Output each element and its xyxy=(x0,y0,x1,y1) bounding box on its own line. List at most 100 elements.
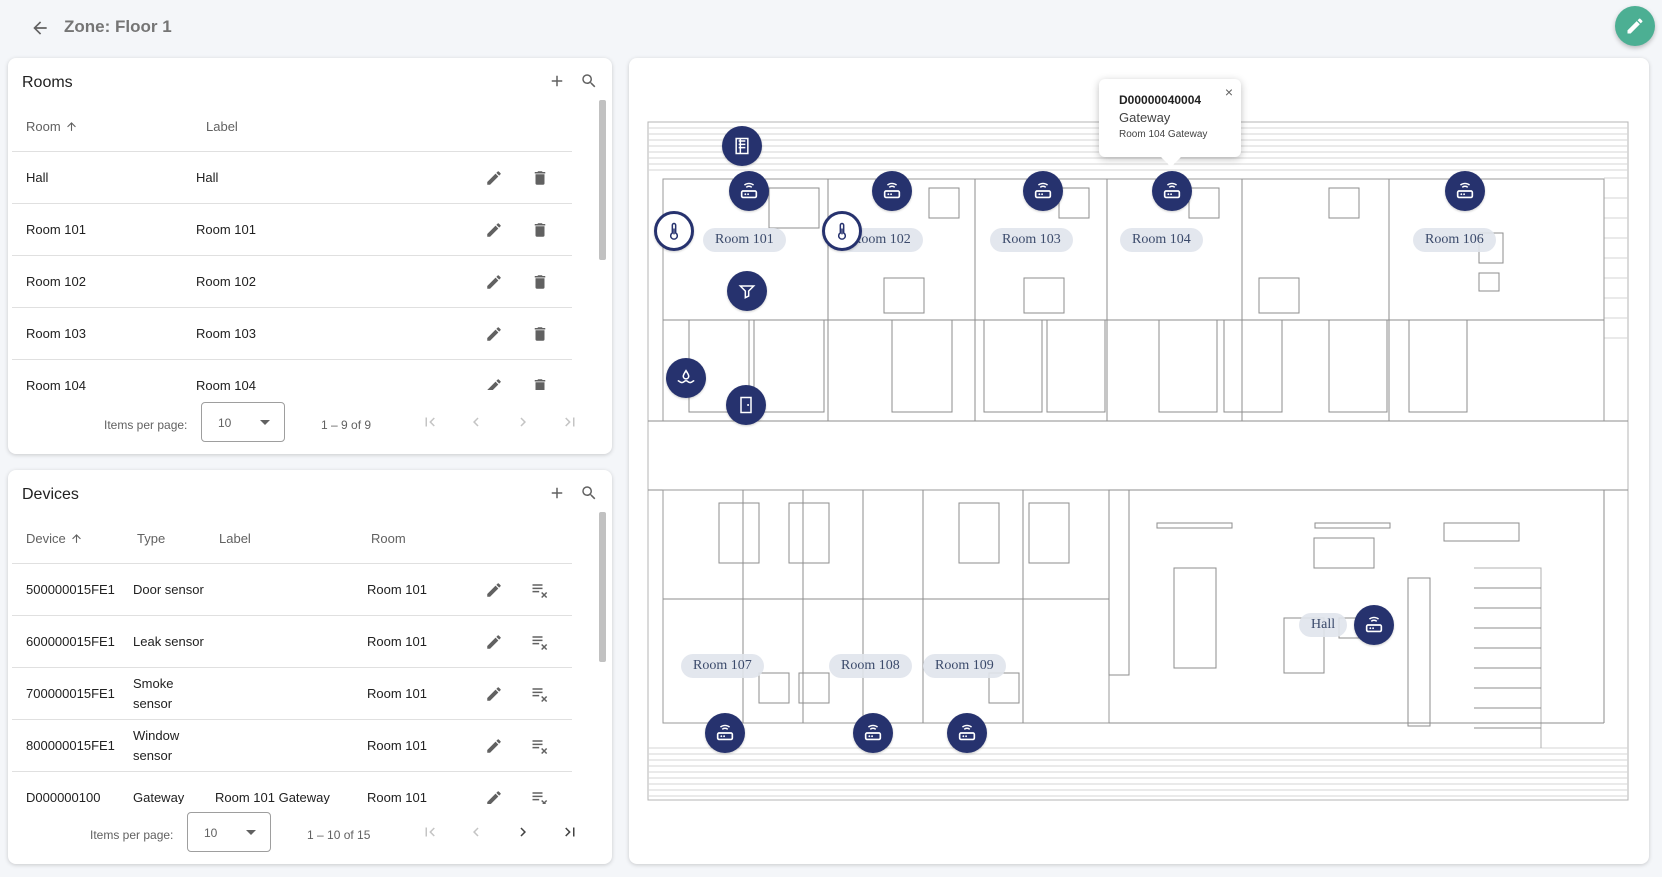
floor-plan-pin[interactable] xyxy=(947,713,987,753)
map-room-label[interactable]: Room 104 xyxy=(1120,228,1203,252)
add-room-button[interactable] xyxy=(546,70,568,92)
devices-paginator: Items per page: 10 1 – 10 of 15 xyxy=(8,804,612,864)
devices-scrollbar[interactable] xyxy=(599,512,606,662)
room-column-header[interactable]: Room xyxy=(371,531,406,546)
edit-zone-button[interactable] xyxy=(1615,6,1655,46)
floor-plan-pin[interactable] xyxy=(822,211,862,251)
floor-plan-pin[interactable] xyxy=(1152,171,1192,211)
remove-device-button[interactable] xyxy=(528,630,552,654)
search-rooms-button[interactable] xyxy=(578,70,600,92)
edit-device-button[interactable] xyxy=(482,734,506,758)
floor-plan-pin[interactable] xyxy=(853,713,893,753)
delete-room-button[interactable] xyxy=(528,166,552,190)
last-page-button[interactable] xyxy=(558,820,582,844)
next-page-button[interactable] xyxy=(511,410,535,434)
thermometer-icon xyxy=(669,222,679,240)
edit-room-button[interactable] xyxy=(482,166,506,190)
arrow-up-icon xyxy=(71,534,81,543)
label-column-label: Label xyxy=(219,531,251,546)
first-page-button[interactable] xyxy=(418,410,442,434)
label-cell: Room 104 xyxy=(196,377,256,391)
delete-room-button[interactable] xyxy=(528,374,552,390)
last-page-button[interactable] xyxy=(558,410,582,434)
map-room-label[interactable]: Room 101 xyxy=(703,228,786,252)
search-devices-button[interactable] xyxy=(578,482,600,504)
first-page-button[interactable] xyxy=(418,820,442,844)
edit-room-button[interactable] xyxy=(482,270,506,294)
edit-device-button[interactable] xyxy=(482,578,506,602)
edit-room-button[interactable] xyxy=(482,374,506,390)
map-room-label[interactable]: Room 106 xyxy=(1413,228,1496,252)
next-page-button[interactable] xyxy=(511,820,535,844)
add-device-button[interactable] xyxy=(546,482,568,504)
floor-plan-pin[interactable] xyxy=(654,211,694,251)
type-cell: Gateway xyxy=(133,789,185,805)
edit-room-button[interactable] xyxy=(482,218,506,242)
device-cell: D000000100 xyxy=(26,789,101,805)
last-page-icon xyxy=(565,827,575,837)
floor-plan-pin[interactable] xyxy=(727,271,767,311)
label-cell: Room 102 xyxy=(196,273,256,289)
page-size-select[interactable]: 10 xyxy=(187,812,271,852)
rooms-scrollbar[interactable] xyxy=(599,100,606,260)
room-cell: Room 101 xyxy=(367,737,427,753)
delete-room-button[interactable] xyxy=(528,218,552,242)
floor-plan-pin[interactable] xyxy=(666,358,706,398)
back-button[interactable] xyxy=(26,14,54,42)
map-room-label[interactable]: Room 108 xyxy=(829,654,912,678)
room-cell: Room 103 xyxy=(26,325,86,341)
remove-device-button[interactable] xyxy=(528,786,552,804)
delete-room-button[interactable] xyxy=(528,270,552,294)
edit-device-button[interactable] xyxy=(482,786,506,804)
map-room-label[interactable]: Hall xyxy=(1299,613,1348,637)
floor-plan-pin[interactable] xyxy=(729,171,769,211)
device-column-header[interactable]: Device xyxy=(26,531,83,546)
remove-device-button[interactable] xyxy=(528,578,552,602)
devices-card: Devices Device Type Label Room 500000015… xyxy=(8,470,612,864)
label-column-header[interactable]: Label xyxy=(219,531,251,546)
edit-device-button[interactable] xyxy=(482,682,506,706)
floor-plan-pin[interactable] xyxy=(1354,605,1394,645)
close-icon[interactable]: × xyxy=(1224,84,1233,100)
prev-page-button[interactable] xyxy=(464,410,488,434)
popup-device-label: Room 104 Gateway xyxy=(1119,129,1208,140)
device-cell: 700000015FE1 xyxy=(26,685,115,701)
page-size-select[interactable]: 10 xyxy=(201,402,285,442)
floor-plan-pin[interactable] xyxy=(872,171,912,211)
type-column-header[interactable]: Type xyxy=(137,531,165,546)
map-room-label[interactable]: Room 109 xyxy=(923,654,1006,678)
floor-plan-pin[interactable] xyxy=(705,713,745,753)
floor-plan-pin[interactable] xyxy=(726,385,766,425)
delete-room-button[interactable] xyxy=(528,322,552,346)
first-page-icon xyxy=(425,827,435,837)
remove-from-room-icon xyxy=(532,792,548,804)
remove-device-button[interactable] xyxy=(528,734,552,758)
remove-device-button[interactable] xyxy=(528,682,552,706)
room-column-header[interactable]: Room xyxy=(26,119,78,134)
map-room-label[interactable]: Room 107 xyxy=(681,654,764,678)
edit-room-button[interactable] xyxy=(482,322,506,346)
plus-icon xyxy=(551,75,563,87)
map-room-label[interactable]: Room 103 xyxy=(990,228,1073,252)
trash-icon xyxy=(534,171,546,185)
room-cell: Room 101 xyxy=(367,685,427,701)
edit-device-button[interactable] xyxy=(482,630,506,654)
pencil-icon xyxy=(1627,18,1643,34)
prev-page-button[interactable] xyxy=(464,820,488,844)
arrow-left-icon xyxy=(33,21,47,35)
floor-plan-pin[interactable] xyxy=(722,126,762,166)
pencil-icon xyxy=(487,275,501,289)
label-column-header[interactable]: Label xyxy=(206,119,238,134)
floor-plan-pin[interactable] xyxy=(1445,171,1485,211)
floor-plan-pin[interactable] xyxy=(1023,171,1063,211)
